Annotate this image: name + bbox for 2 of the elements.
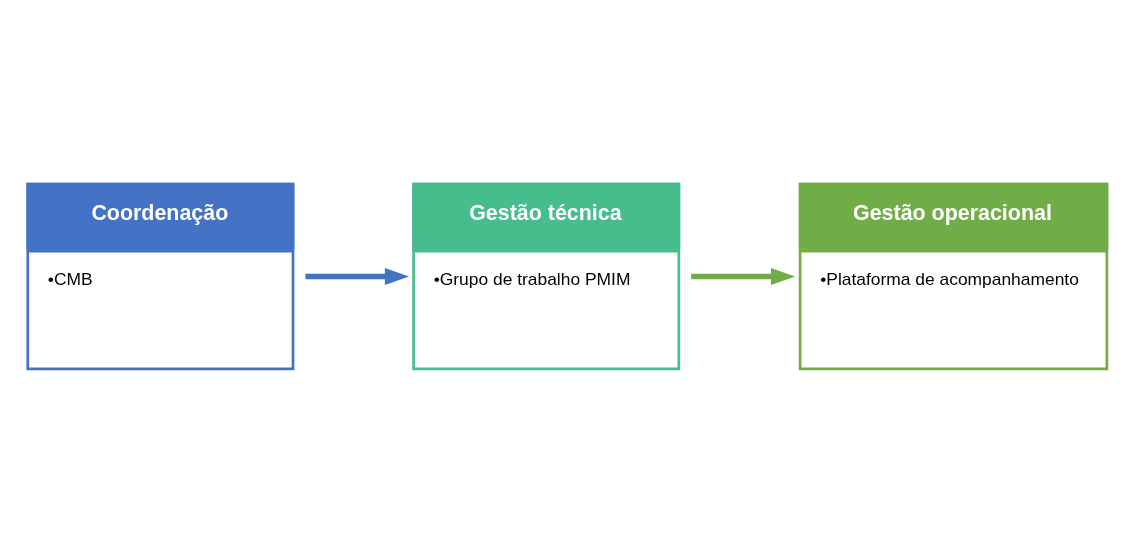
arrow: [691, 268, 796, 285]
arrow: [305, 268, 410, 285]
